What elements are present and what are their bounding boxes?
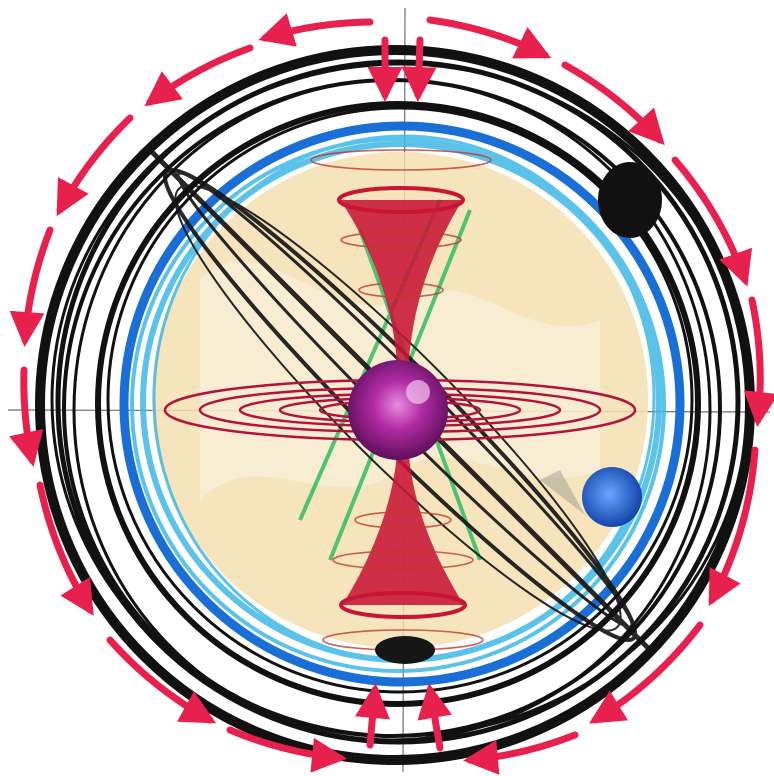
- orbiting-dark-sphere-icon: [598, 162, 662, 238]
- core-sphere-icon: [348, 360, 448, 460]
- orbiting-small-dark-sphere-icon: [375, 636, 435, 664]
